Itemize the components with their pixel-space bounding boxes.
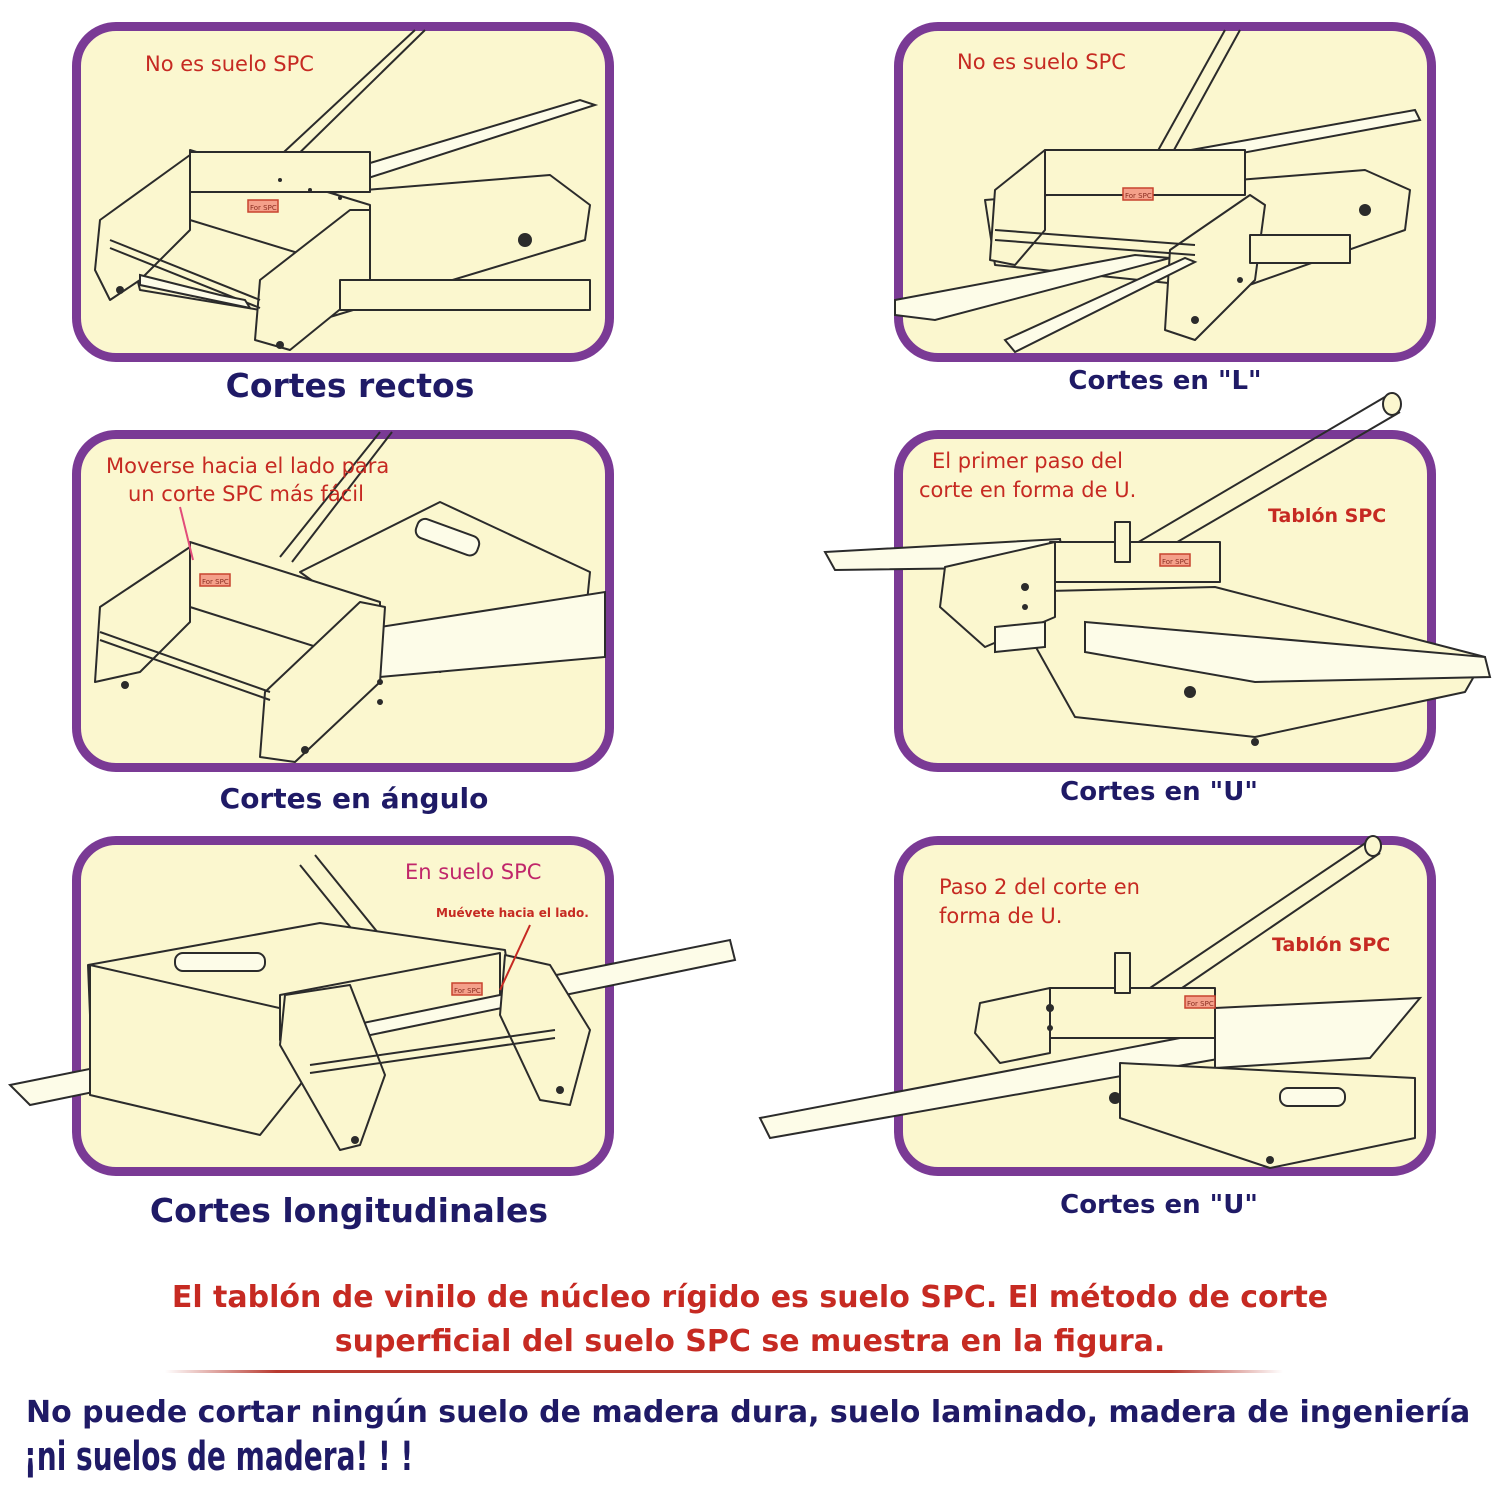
cutter-illustration-angle: For SPC (94, 431, 606, 763)
panel-caption: Cortes en "L" (1068, 366, 1262, 396)
cutter-illustration-u-step-2: For SPC (758, 835, 1423, 1169)
panel-caption: Cortes en ángulo (219, 782, 489, 815)
cutter-illustration-longitudinal: For SPC (7, 854, 737, 1151)
for-spc-label: For SPC (250, 204, 277, 212)
panel-note: corte en forma de U. (919, 478, 1137, 502)
panel-note: forma de U. (939, 904, 1063, 928)
cutter-illustration-straight: For SPC (94, 29, 599, 351)
divider (165, 1370, 1283, 1373)
spc-statement: El tablón de vinilo de núcleo rígido es … (0, 1276, 1500, 1364)
panel-note: Moverse hacia el lado para (106, 454, 390, 478)
panel-note: En suelo SPC (405, 860, 542, 884)
warning-line: ¡ni suelos de madera! ! ! (24, 1434, 414, 1480)
panel-note: No es suelo SPC (145, 52, 314, 76)
spc-statement-line: superficial del suelo SPC se muestra en … (334, 1324, 1166, 1359)
panel-note: No es suelo SPC (957, 50, 1126, 74)
for-spc-label: For SPC (454, 987, 481, 995)
panel-caption: Cortes rectos (225, 366, 475, 405)
panel-note: Tablón SPC (1272, 934, 1391, 956)
cutter-illustration-l: For SPC (894, 29, 1422, 354)
panel-note: Paso 2 del corte en (939, 875, 1140, 899)
panel-note: Muévete hacia el lado. (436, 906, 589, 920)
for-spc-label: For SPC (202, 578, 229, 586)
panel-caption: Cortes en "U" (1060, 1190, 1258, 1220)
panel-note: un corte SPC más fácil (128, 482, 364, 506)
cutter-illustration-u-step-1: For SPC (823, 392, 1492, 746)
panel-note: El primer paso del (932, 449, 1124, 473)
panel-note: Tablón SPC (1268, 505, 1387, 527)
panel-caption: Cortes en "U" (1060, 777, 1258, 807)
panel-caption: Cortes longitudinales (149, 1191, 549, 1230)
spc-statement-line: El tablón de vinilo de núcleo rígido es … (171, 1280, 1329, 1315)
for-spc-label: For SPC (1162, 558, 1189, 566)
for-spc-label: For SPC (1125, 192, 1152, 200)
warning-line: No puede cortar ningún suelo de madera d… (26, 1395, 1471, 1430)
for-spc-label: For SPC (1187, 1000, 1214, 1008)
